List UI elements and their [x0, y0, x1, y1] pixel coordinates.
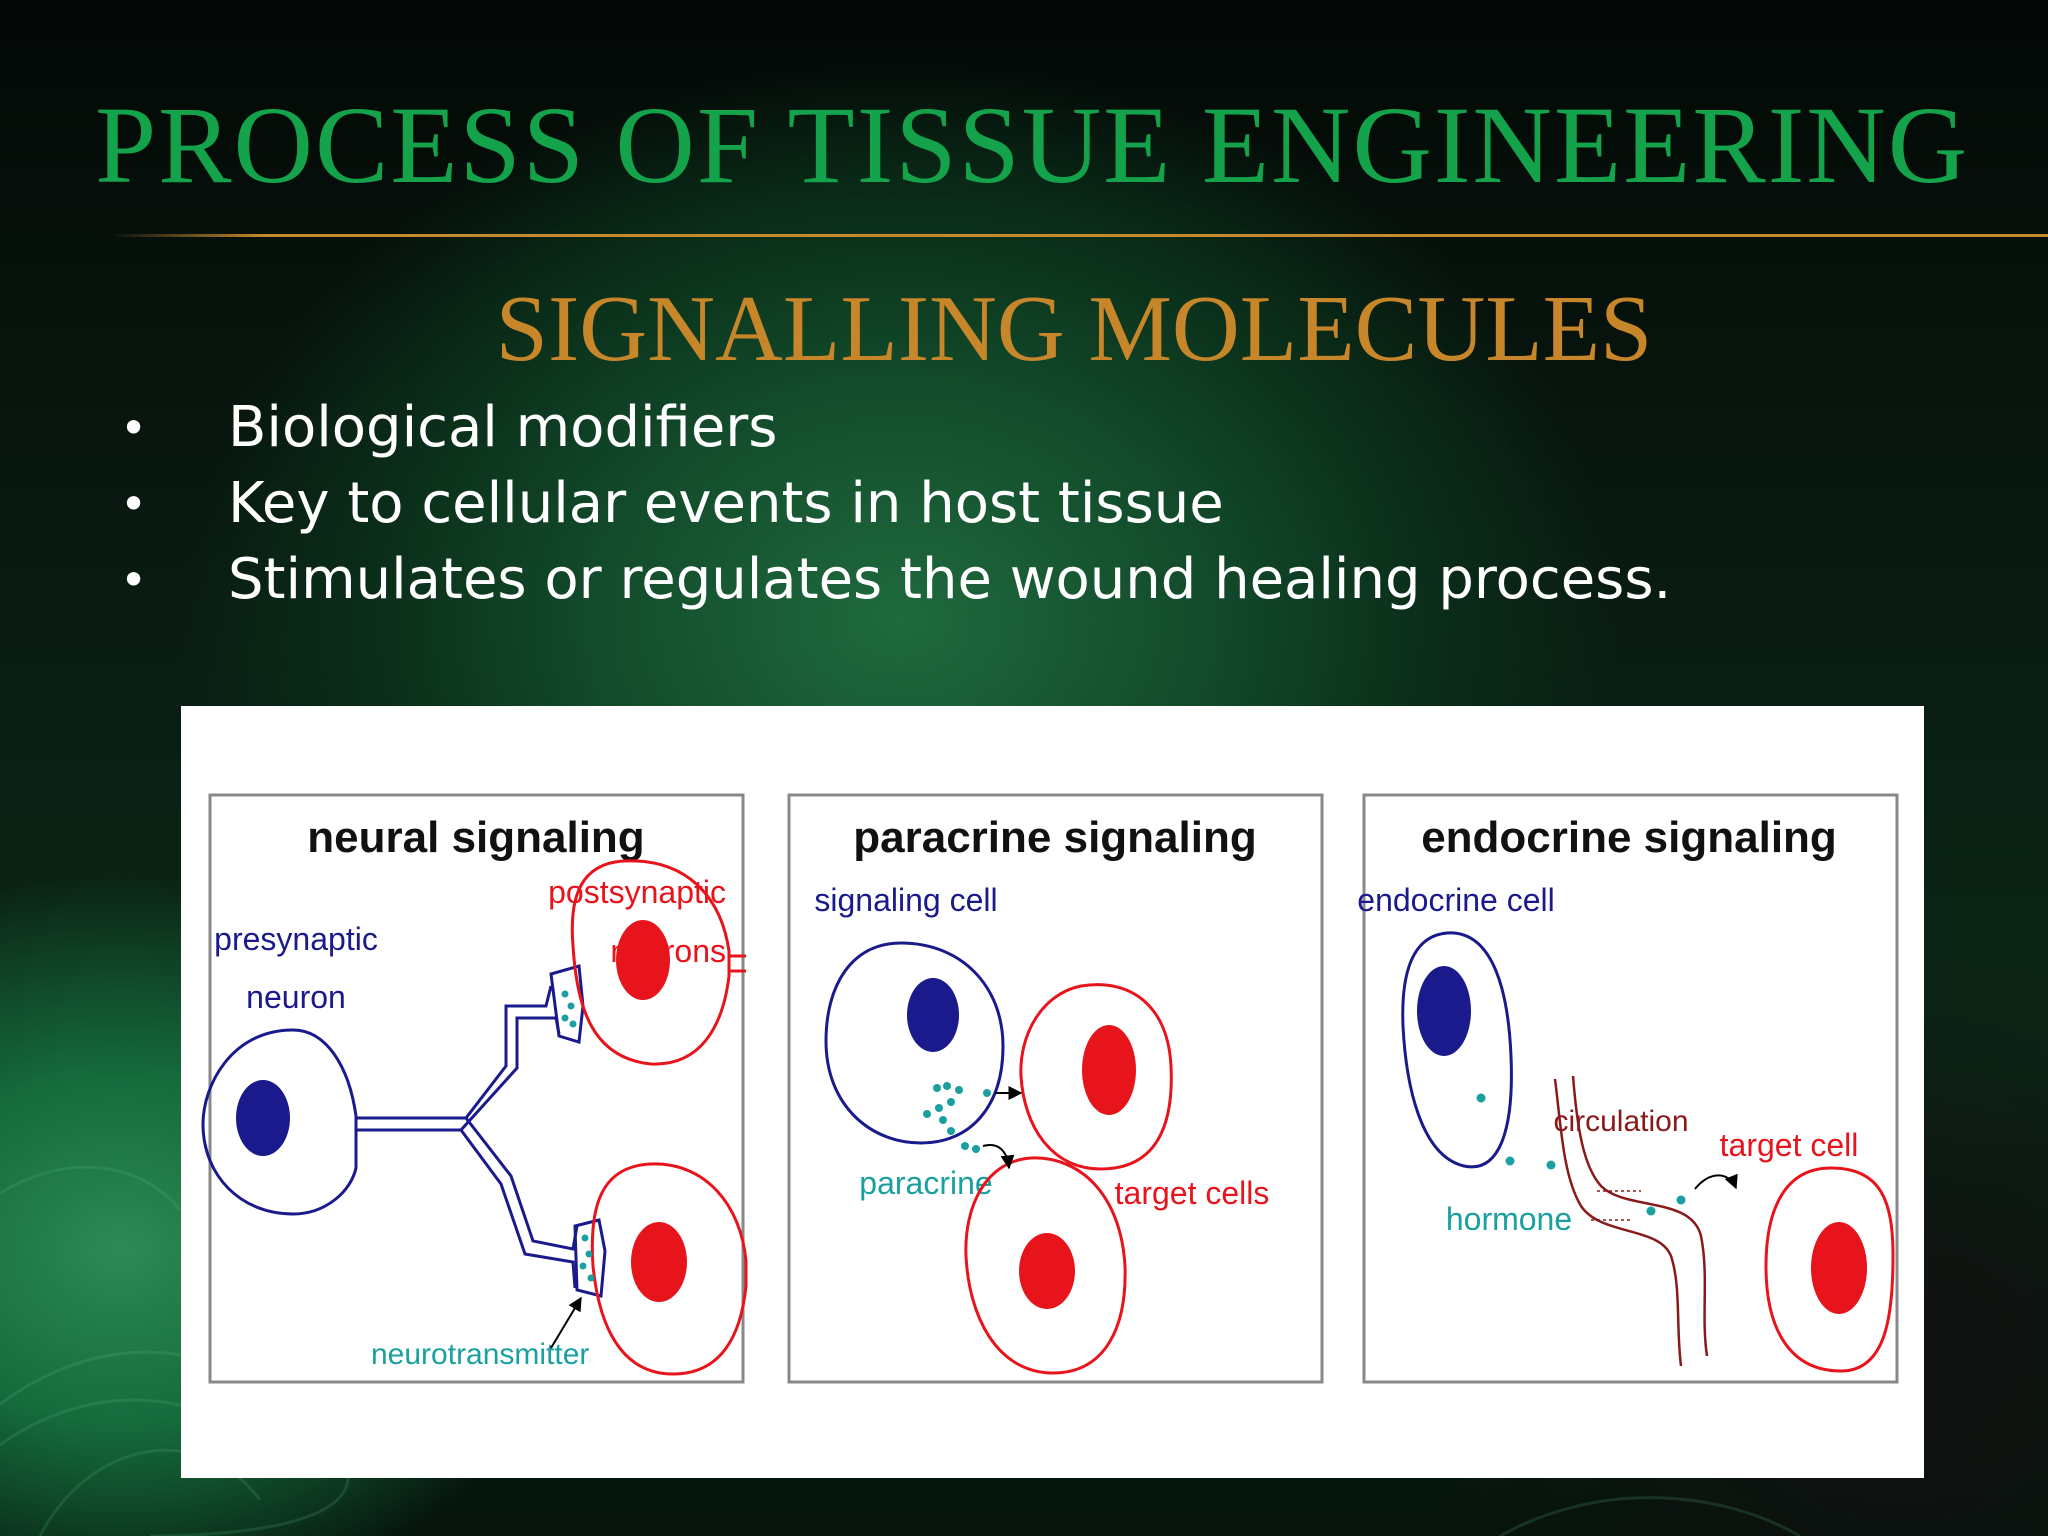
bullet-item: • Stimulates or regulates the wound heali… — [0, 542, 1671, 618]
panel-heading-neural: neural signaling — [307, 813, 644, 862]
postsynaptic-nucleus-top — [616, 920, 670, 1000]
label-signaling-cell: signaling cell — [814, 882, 997, 918]
panel-neural: neural signaling presynaptic neuron post… — [201, 793, 748, 1384]
signaling-diagram: neural signaling presynaptic neuron post… — [201, 793, 1899, 1384]
bullet-marker: • — [120, 553, 148, 607]
bullet-text: Stimulates or regulates the wound healin… — [228, 547, 1672, 612]
target-cell-top-nucleus — [1082, 1025, 1136, 1115]
presynaptic-neuron-shape — [201, 1028, 358, 1216]
postsynaptic-nucleus-bottom — [631, 1222, 687, 1302]
neurotransmitter-dots — [561, 990, 595, 1282]
bullet-marker: • — [120, 401, 148, 455]
signaling-cell-nucleus — [907, 978, 959, 1052]
target-cell-bottom-nucleus — [1019, 1233, 1075, 1309]
label-hormone: hormone — [1446, 1201, 1572, 1237]
label-circulation: circulation — [1553, 1105, 1688, 1138]
panel-heading-endocrine: endocrine signaling — [1421, 813, 1837, 862]
endocrine-target-cell — [1764, 1166, 1895, 1373]
panel-heading-paracrine: paracrine signaling — [853, 813, 1256, 862]
hormone-dots — [1476, 1093, 1686, 1216]
endocrine-cell-shape — [1401, 931, 1513, 1169]
bullet-marker: • — [120, 477, 148, 531]
endocrine-target-nucleus — [1811, 1222, 1867, 1314]
slide-title: PROCESS OF TISSUE ENGINEERING — [95, 84, 1970, 206]
blood-vessel — [1553, 1075, 1709, 1367]
panel-paracrine: paracrine signaling signaling cell parac… — [787, 793, 1324, 1384]
target-cell-bottom — [964, 1156, 1127, 1375]
bullet-item: • Key to cellular events in host tissue — [0, 466, 1671, 542]
label-target-cell: target cell — [1720, 1127, 1859, 1163]
signaling-figure: neural signaling presynaptic neuron post… — [181, 706, 1924, 1478]
label-neuron: neuron — [246, 979, 346, 1015]
label-presynaptic: presynaptic — [214, 921, 378, 957]
label-target-cells: target cells — [1115, 1175, 1270, 1211]
endocrine-cell-nucleus — [1417, 966, 1471, 1056]
postsynaptic-neuron-top — [570, 859, 731, 1066]
bullet-item: • Biological modifiers — [0, 390, 1671, 466]
postsynaptic-neuron-bottom — [590, 1162, 748, 1376]
signaling-cell-shape — [824, 941, 1005, 1145]
presynaptic-nucleus — [236, 1080, 290, 1156]
bullet-text: Key to cellular events in host tissue — [228, 471, 1224, 536]
bullet-list: • Biological modifiers • Key to cellular e… — [0, 390, 1671, 618]
title-divider — [110, 234, 2048, 237]
target-cell-top — [1019, 983, 1173, 1171]
paracrine-dots — [923, 1082, 991, 1153]
bullet-text: Biological modifiers — [228, 395, 778, 460]
slide-subtitle: SIGNALLING MOLECULES — [495, 277, 1653, 381]
label-endocrine-cell: endocrine cell — [1357, 882, 1554, 918]
panel-endocrine: endocrine signaling endocrine cell circu… — [1357, 793, 1899, 1384]
label-neurotransmitter: neurotransmitter — [371, 1338, 589, 1371]
label-paracrine: paracrine — [859, 1165, 992, 1201]
